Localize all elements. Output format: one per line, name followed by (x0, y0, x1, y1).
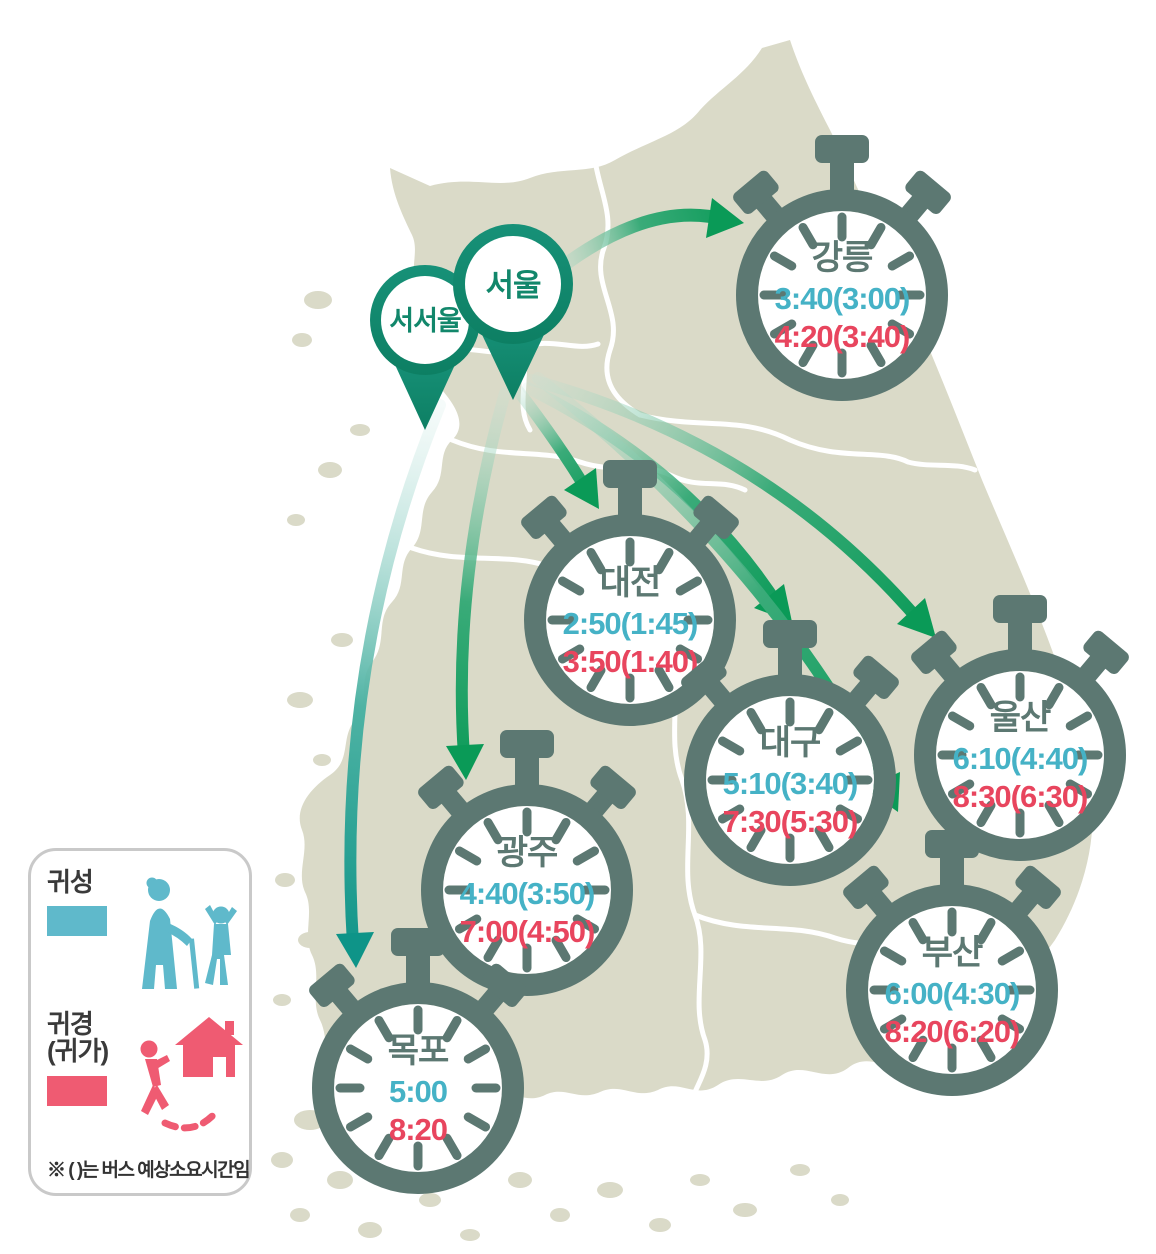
clock-homecoming-time: 5:10(3:40) (723, 766, 858, 801)
clock-homecoming-time: 5:00 (389, 1074, 447, 1109)
clock-homecoming-time: 2:50(1:45) (563, 606, 698, 641)
arrow-ulsan (526, 374, 936, 638)
clock-gwangju: 광주 4:40(3:50) 7:00(4:50) (416, 730, 639, 985)
clock-homecoming-time: 3:40(3:00) (775, 281, 910, 316)
clock-ulsan: 울산 6:10(4:40) 8:30(6:30) (909, 595, 1132, 850)
arrow-gwangju (446, 387, 511, 780)
legend-note: ※ ( )는 버스 예상소요시간임 (47, 1160, 251, 1181)
clock-daegu: 대구 5:10(3:40) 7:30(5:30) (679, 620, 902, 875)
pin-seoul-label: 서울 (485, 268, 541, 303)
arrow-mokpo (336, 399, 446, 968)
clock-city-label: 대전 (600, 564, 661, 602)
pin-seoul: 서울 (453, 224, 573, 400)
returning-color-swatch (47, 1075, 107, 1106)
pin-seoseoul: 서서울 (370, 265, 480, 430)
clock-city-label: 부산 (922, 934, 983, 972)
legend-box: 귀성 귀경 (귀가) (28, 848, 252, 1196)
clock-city-label: 강릉 (812, 239, 873, 277)
clock-returning-time: 8:20(6:20) (885, 1014, 1020, 1049)
clock-returning-time: 7:00(4:50) (460, 914, 595, 949)
clock-returning-time: 3:50(1:40) (563, 644, 698, 679)
clock-busan: 부산 6:00(4:30) 8:20(6:20) (841, 830, 1064, 1085)
clock-daejeon: 대전 2:50(1:45) 3:50(1:40) (519, 460, 742, 715)
clock-mokpo: 목포 5:00 8:20 (307, 928, 530, 1183)
grandmother-and-child-icon (125, 869, 243, 997)
clock-returning-time: 8:20 (389, 1112, 447, 1147)
arrow-daejeon (510, 382, 599, 509)
clock-city-label: 목포 (388, 1032, 449, 1070)
clock-city-label: 대구 (760, 724, 821, 762)
legend-returning-label-line1: 귀경 (47, 1009, 94, 1039)
clock-homecoming-time: 4:40(3:50) (460, 876, 595, 911)
clock-city-label: 광주 (497, 834, 558, 872)
homecoming-color-swatch (47, 906, 107, 937)
clock-gangneung: 강릉 3:40(3:00) 4:20(3:40) (731, 135, 954, 390)
arrow-gangneung (543, 198, 744, 283)
clock-city-label: 울산 (990, 699, 1051, 737)
person-returning-home-icon (125, 1011, 245, 1141)
pin-seoseoul-label: 서서울 (389, 306, 461, 336)
clock-homecoming-time: 6:00(4:30) (885, 976, 1020, 1011)
legend-homecoming-label: 귀성 (47, 867, 94, 897)
legend-returning-row: 귀경 (귀가) (47, 1009, 243, 1141)
legend-returning-label-line2: (귀가) (47, 1036, 109, 1067)
clock-homecoming-time: 6:10(4:40) (953, 741, 1088, 776)
islands (271, 291, 849, 1241)
clock-returning-time: 4:20(3:40) (775, 319, 910, 354)
clock-returning-time: 8:30(6:30) (953, 779, 1088, 814)
clock-returning-time: 7:30(5:30) (723, 804, 858, 839)
legend-homecoming-row: 귀성 (47, 867, 237, 997)
